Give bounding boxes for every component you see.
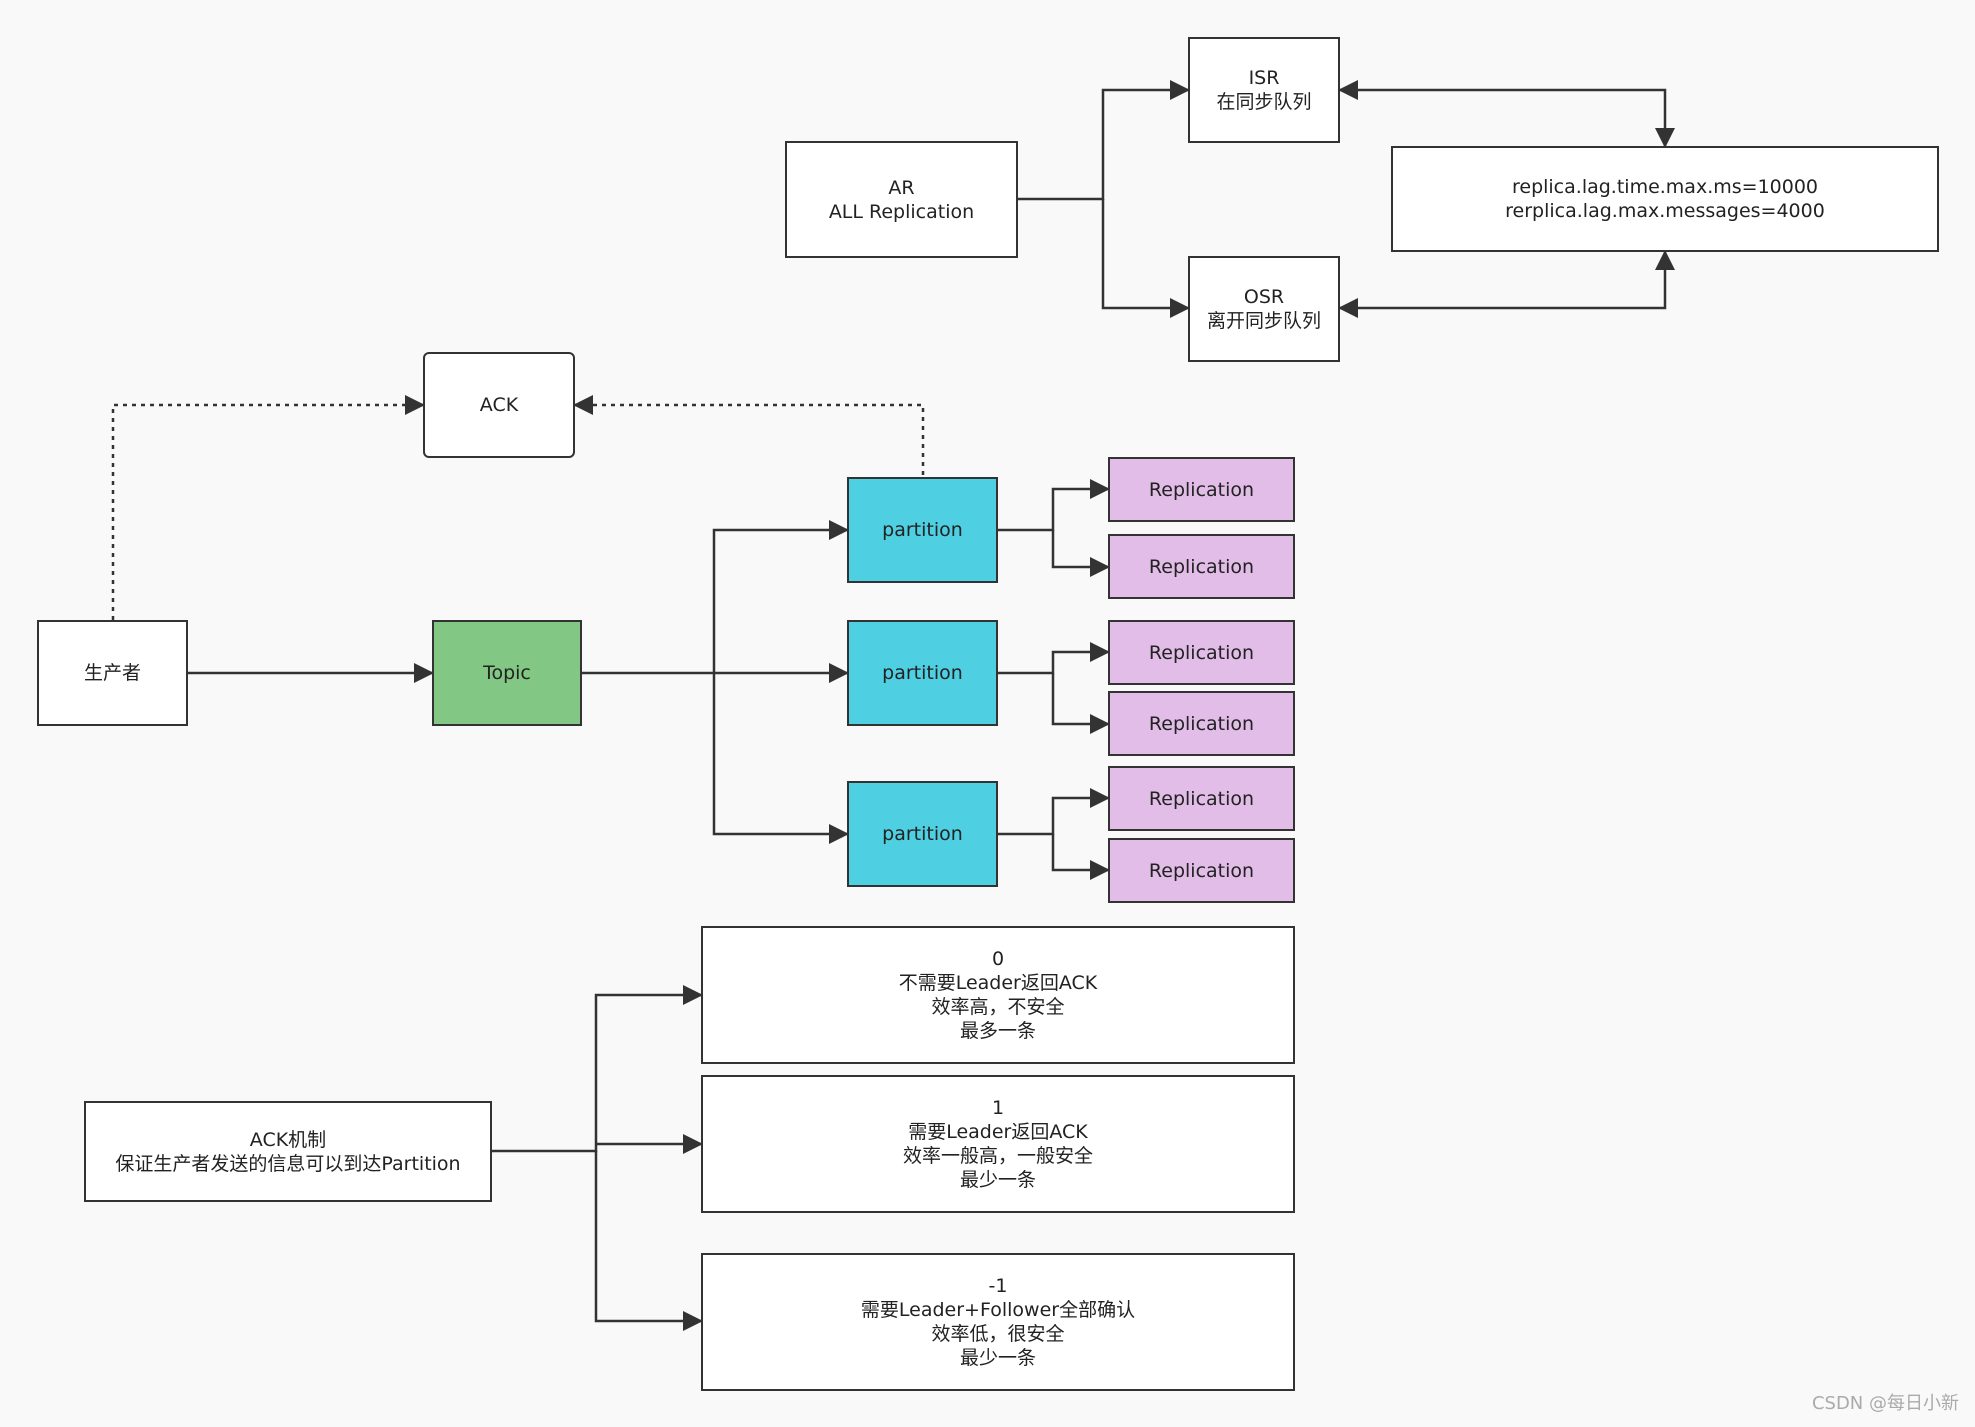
replication-node: Replication [1108, 838, 1295, 903]
edge-ar-osr [1101, 199, 1190, 318]
osr-node: OSR 离开同步队列 [1188, 256, 1340, 362]
partition-label: partition [882, 519, 963, 541]
edge-osr-config [1338, 250, 1675, 318]
ack-level-value: -1 [988, 1275, 1008, 1297]
edge-ackmech-0 [492, 985, 703, 1153]
ack-level-requirement: 需要Leader返回ACK [908, 1121, 1088, 1143]
lag-time-config: replica.lag.time.max.ms=10000 [1511, 176, 1819, 198]
ack-level-delivery: 最少一条 [959, 1347, 1036, 1369]
isr-title: ISR [1248, 67, 1280, 89]
partition-node: partition [847, 781, 998, 887]
ack-node: ACK [423, 352, 575, 458]
replication-label: Replication [1148, 641, 1255, 664]
osr-subtitle: 离开同步队列 [1206, 310, 1321, 332]
replication-label: Replication [1148, 859, 1255, 882]
edge-topic-partition-3 [712, 673, 849, 844]
ack-level-value: 1 [991, 1097, 1005, 1119]
replication-label: Replication [1148, 478, 1255, 501]
isr-subtitle: 在同步队列 [1216, 91, 1312, 113]
ack-level-delivery: 最多一条 [959, 1020, 1036, 1042]
edge-p1-r2 [1051, 530, 1110, 577]
replication-node: Replication [1108, 620, 1295, 685]
ar-subtitle: ALL Replication [828, 200, 975, 223]
ar-node: AR ALL Replication [785, 141, 1018, 258]
ack-level-1-node: 1 需要Leader返回ACK 效率一般高，一般安全 最少一条 [701, 1075, 1295, 1213]
replication-label: Replication [1148, 787, 1255, 810]
edge-p3-r1 [998, 788, 1110, 836]
ack-level-0-node: 0 不需要Leader返回ACK 效率高，不安全 最多一条 [701, 926, 1295, 1064]
osr-title: OSR [1243, 286, 1285, 308]
ack-level-value: 0 [991, 948, 1005, 970]
ack-level-efficiency: 效率高，不安全 [931, 996, 1065, 1018]
ar-title: AR [888, 176, 915, 199]
replication-node: Replication [1108, 534, 1295, 599]
ack-label: ACK [479, 394, 519, 416]
replication-node: Replication [1108, 457, 1295, 522]
partition-node: partition [847, 620, 998, 726]
partition-label: partition [882, 662, 963, 684]
ack-level-requirement: 需要Leader+Follower全部确认 [860, 1299, 1136, 1321]
replication-label: Replication [1148, 555, 1255, 578]
partition-label: partition [882, 823, 963, 845]
producer-label: 生产者 [83, 662, 141, 684]
topic-node: Topic [432, 620, 582, 726]
edge-isr-config [1338, 80, 1675, 148]
lag-config-node: replica.lag.time.max.ms=10000 rerplica.l… [1391, 146, 1939, 252]
isr-node: ISR 在同步队列 [1188, 37, 1340, 143]
edge-topic-partition-1 [582, 520, 849, 675]
edge-p2-r1 [998, 642, 1110, 675]
ack-level-neg1-node: -1 需要Leader+Follower全部确认 效率低，很安全 最少一条 [701, 1253, 1295, 1391]
ack-level-requirement: 不需要Leader返回ACK [898, 972, 1098, 994]
replication-node: Replication [1108, 766, 1295, 831]
lag-messages-config: rerplica.lag.max.messages=4000 [1505, 200, 1825, 222]
edge-ar-isr [1018, 80, 1190, 201]
edge-producer-ack [111, 395, 425, 620]
edge-p2-r2 [1051, 673, 1110, 734]
ack-level-efficiency: 效率低，很安全 [931, 1323, 1065, 1345]
ack-mechanism-desc: 保证生产者发送的信息可以到达Partition [115, 1152, 461, 1175]
topic-label: Topic [483, 662, 531, 684]
watermark: CSDN @每日小新 [1811, 1393, 1959, 1414]
edge-partition-ack [573, 395, 925, 475]
replication-label: Replication [1148, 712, 1255, 735]
partition-node: partition [847, 477, 998, 583]
replication-node: Replication [1108, 691, 1295, 756]
edge-p3-r2 [1051, 834, 1110, 880]
ack-mechanism-node: ACK机制 保证生产者发送的信息可以到达Partition [84, 1101, 492, 1202]
edge-p1-r1 [998, 479, 1110, 532]
producer-node: 生产者 [37, 620, 188, 726]
edge-ackmech-neg1 [594, 1151, 703, 1331]
ack-mechanism-title: ACK机制 [249, 1128, 327, 1151]
ack-level-efficiency: 效率一般高，一般安全 [902, 1145, 1093, 1167]
ack-level-delivery: 最少一条 [959, 1169, 1036, 1191]
